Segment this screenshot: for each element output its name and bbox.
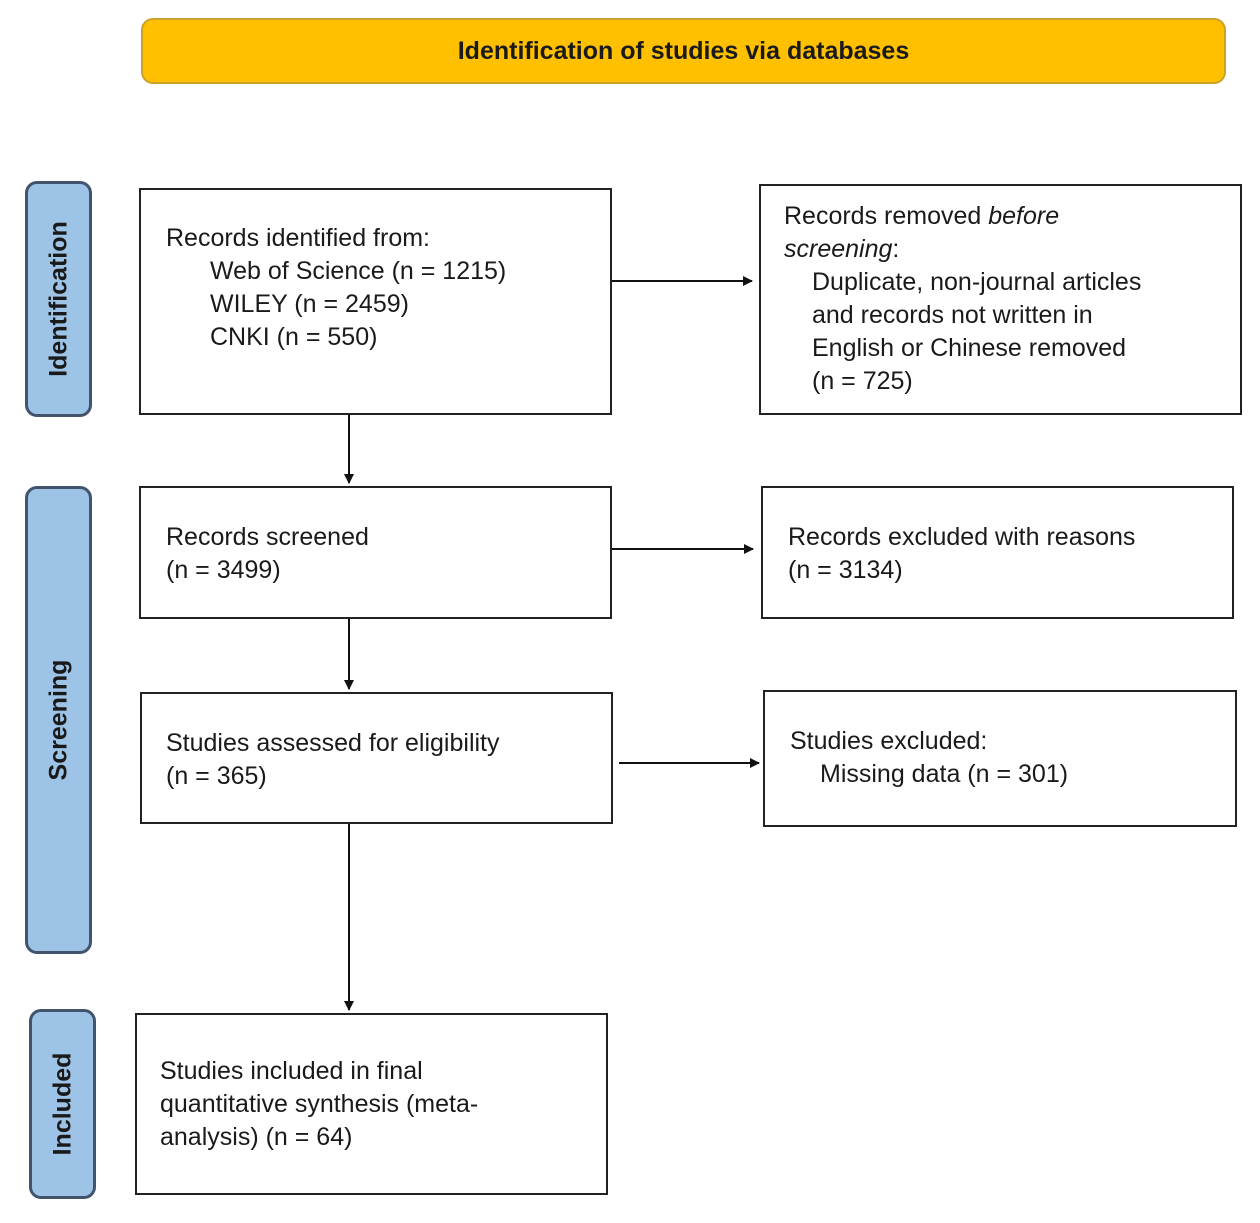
records-removed-line-1: Duplicate, non-journal articles [812,268,1142,296]
records-removed-heading-prefix: Records removed [784,202,989,230]
records-screened-count: (n = 3499) [166,556,281,584]
stage-identification: Identification [25,181,92,417]
records-excluded-heading: Records excluded with reasons [788,523,1136,551]
records-removed-heading: Records removed before [784,200,1240,233]
records-identified-box: Records identified from: Web of Science … [139,188,612,415]
source-cnki: CNKI (n = 550) [210,323,378,351]
records-removed-heading-italic-before: before [988,202,1060,230]
studies-included-line-1: Studies included in final [160,1057,423,1085]
records-excluded-count: (n = 3134) [788,556,903,584]
studies-excluded-detail: Missing data (n = 301) [820,760,1069,788]
eligibility-heading: Studies assessed for eligibility [166,729,500,757]
records-removed-line-2: and records not written in [812,301,1093,329]
header-title: Identification of studies via databases [457,36,910,65]
records-removed-count: (n = 725) [812,367,913,395]
records-excluded-box: Records excluded with reasons (n = 3134) [761,486,1234,619]
studies-excluded-heading: Studies excluded: [790,727,988,755]
studies-excluded-box: Studies excluded: Missing data (n = 301) [763,690,1237,827]
studies-included-line-2: quantitative synthesis (meta- [160,1090,479,1118]
stage-screening: Screening [25,486,92,954]
records-removed-heading-suffix: : [892,235,900,263]
records-removed-line-3: English or Chinese removed [812,334,1127,362]
studies-included-line-3: analysis) (n = 64) [160,1123,353,1151]
records-removed-heading-italic-screening: screening [784,235,893,263]
studies-included-box: Studies included in final quantitative s… [135,1013,608,1195]
records-screened-box: Records screened (n = 3499) [139,486,612,619]
eligibility-count: (n = 365) [166,762,267,790]
records-removed-heading-2: screening: [784,233,1240,266]
source-web-of-science: Web of Science (n = 1215) [210,257,507,285]
records-identified-heading: Records identified from: [166,224,431,252]
header-banner: Identification of studies via databases [141,18,1226,84]
source-wiley: WILEY (n = 2459) [210,290,409,318]
records-screened-heading: Records screened [166,523,369,551]
stage-included: Included [29,1009,96,1199]
records-removed-box: Records removed before screening: Duplic… [759,184,1242,415]
eligibility-box: Studies assessed for eligibility (n = 36… [140,692,613,824]
